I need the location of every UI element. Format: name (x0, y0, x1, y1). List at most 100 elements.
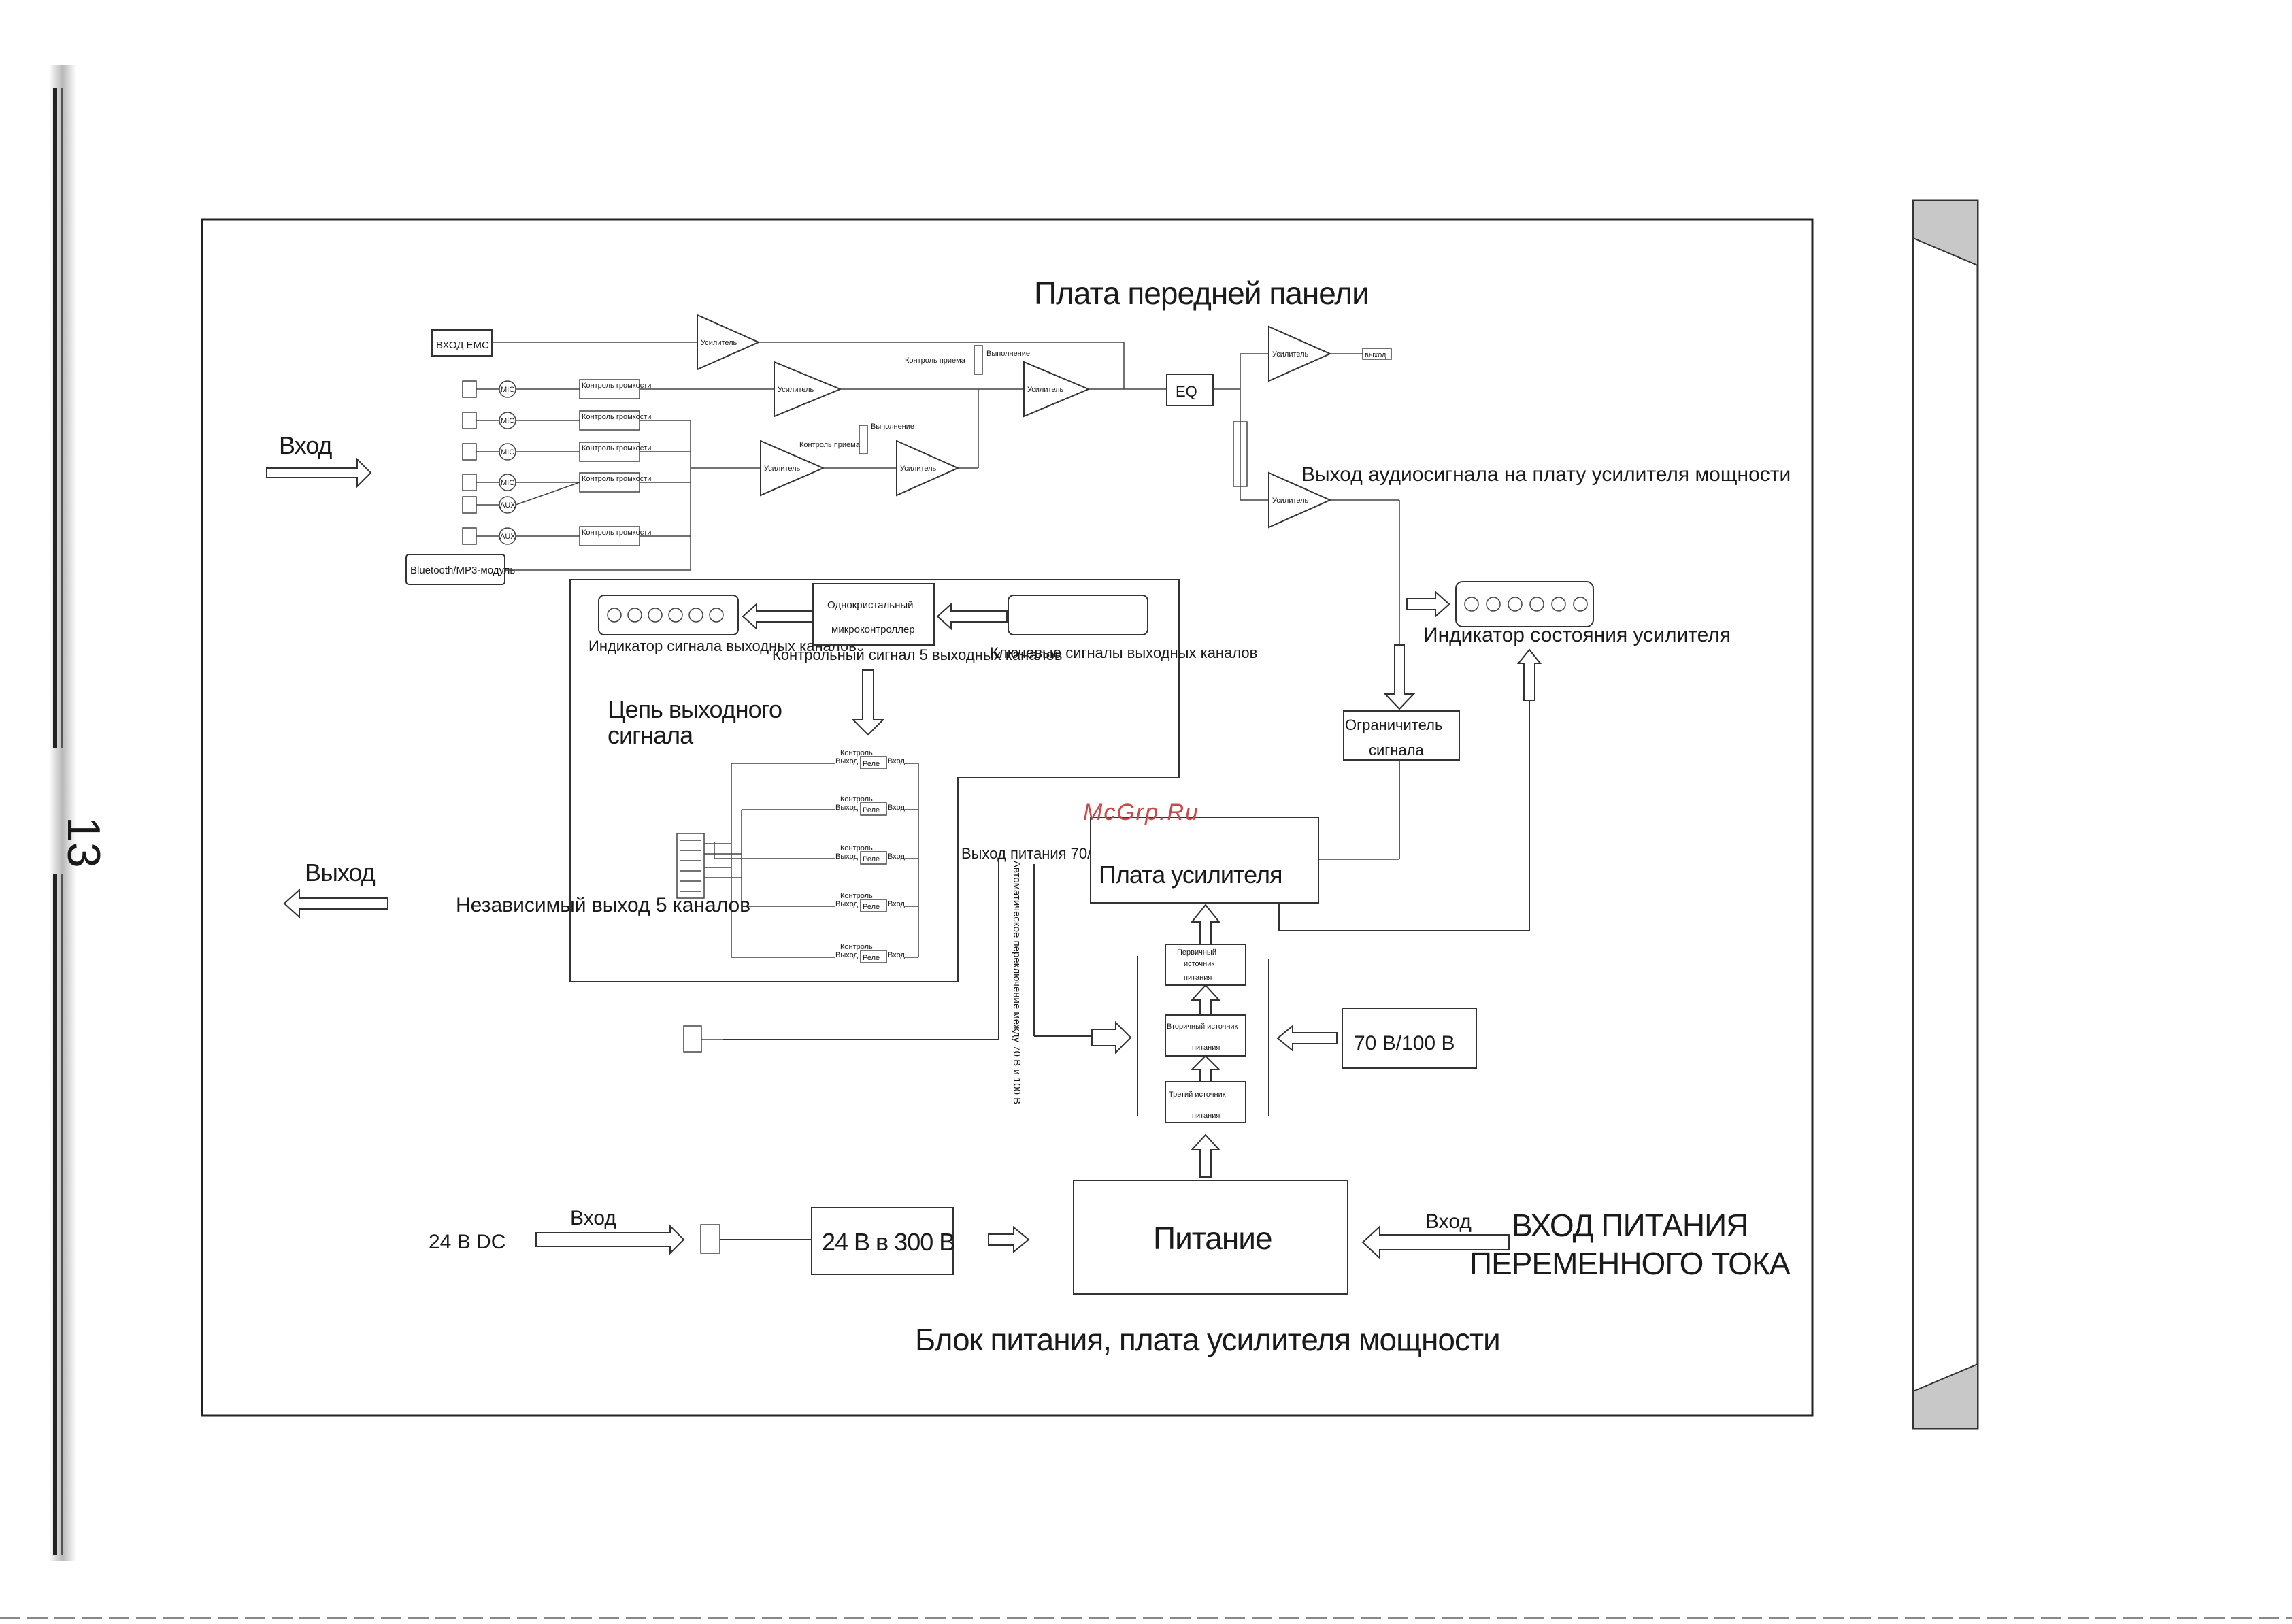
svg-text:Контроль: Контроль (840, 749, 873, 757)
amp-emc (697, 314, 761, 371)
svg-text:Выполнение: Выполнение (871, 422, 914, 431)
dc-connector (700, 1224, 720, 1254)
power-up-arrow (1190, 1133, 1221, 1178)
audio-to-limiter-arrow (1383, 644, 1416, 710)
relay-channel-3: Контроль Выход Реле Вход (714, 844, 905, 865)
svg-text:источник: источник (1184, 960, 1214, 968)
svg-text:Реле: Реле (863, 806, 880, 814)
svg-text:Выход: Выход (835, 757, 858, 765)
eq-label: EQ (1176, 383, 1197, 400)
svg-text:Контроль: Контроль (840, 795, 873, 803)
ac-input-label-1: ВХОД ПИТАНИЯ (1512, 1208, 1748, 1243)
svg-text:Реле: Реле (863, 903, 880, 911)
mcu-down-arrow (851, 669, 885, 736)
limiter-label-2: сигнала (1369, 742, 1425, 759)
svg-text:Усилитель: Усилитель (900, 465, 937, 473)
output-terminal-block (676, 833, 705, 899)
svg-text:Усилитель: Усилитель (764, 465, 801, 473)
relay-channel-2: Контроль Выход Реле Вход (742, 795, 905, 816)
audio-out-label: Выход аудиосигнала на плату усилителя мо… (1301, 463, 1791, 486)
side-bar-top-1 (53, 88, 57, 748)
side-bar-top-2 (61, 88, 63, 748)
emc-input-label: ВХОД EMC (436, 339, 489, 351)
svg-text:Усилитель: Усилитель (1272, 350, 1309, 359)
dc-input-label: 24 В DC (429, 1231, 505, 1253)
amp-mic-3 (896, 440, 960, 497)
svg-text:Выход: Выход (835, 803, 858, 812)
psu-primary-box (1165, 944, 1246, 986)
svg-text:AUX: AUX (500, 501, 516, 510)
relay-channel-4: Контроль Выход Реле Вход (742, 892, 905, 912)
svg-text:Выход: Выход (835, 951, 858, 959)
svg-text:AUX: AUX (500, 533, 516, 541)
svg-text:Реле: Реле (863, 855, 880, 863)
priority-switch-1 (859, 425, 868, 454)
side-bar-bottom-2 (61, 874, 63, 1555)
mcu-label-1: Однокристальный (827, 599, 914, 611)
svg-text:Контроль громкости: Контроль громкости (582, 413, 651, 421)
svg-text:выход: выход (1365, 351, 1386, 359)
ac-input-label-2: ПЕРЕМЕННОГО ТОКА (1469, 1246, 1791, 1281)
svg-text:Вход: Вход (888, 757, 905, 765)
diagram-frame (201, 218, 1814, 1417)
svg-text:MIC: MIC (501, 448, 514, 457)
amp-to-indicator-arrow (1516, 648, 1542, 701)
input-label: Вход (279, 431, 332, 459)
svg-text:Контроль: Контроль (840, 943, 873, 951)
relay-channel-5: Контроль Выход Реле Вход (731, 943, 905, 963)
mcu-to-indicator-arrow (742, 602, 814, 631)
limiter-box (1343, 710, 1460, 761)
svg-text:MIC: MIC (501, 417, 514, 425)
amp-line-out (1268, 325, 1332, 382)
control-signal-label: Контрольный сигнал 5 выходных каналов (772, 646, 1063, 663)
svg-text:Выход: Выход (835, 852, 858, 861)
ac-input-arrow (1361, 1225, 1510, 1260)
svg-text:питания: питания (1184, 974, 1212, 982)
limiter-label-1: Ограничитель (1345, 716, 1442, 733)
svg-text:Усилитель: Усилитель (1272, 497, 1309, 505)
bluetooth-module-label: Bluetooth/MP3-модуль (410, 565, 515, 576)
auto-switch-label: Автоматическое переключение между 70 В и… (1011, 861, 1023, 1104)
bluetooth-module-box (405, 554, 505, 585)
eq-box (1166, 374, 1214, 406)
svg-text:MIC: MIC (501, 386, 514, 394)
svg-text:Выполнение: Выполнение (986, 350, 1030, 358)
volume-control-vertical (1233, 421, 1248, 487)
front-panel-title: Плата передней панели (1034, 276, 1369, 311)
relay-channel-1: Контроль Выход Реле Вход (731, 749, 905, 769)
amp-board-label: Плата усилителя (1099, 861, 1282, 889)
right-tab (1912, 199, 1979, 1430)
right-tab-top-corner (1912, 200, 1978, 267)
svg-text:Реле: Реле (863, 954, 880, 962)
key-signals-box (1008, 595, 1148, 635)
right-tab-bottom-corner (1912, 1363, 1978, 1429)
svg-text:Вход: Вход (888, 803, 905, 812)
svg-text:Выход: Выход (835, 900, 858, 908)
keys-to-mcu-arrow (936, 602, 1008, 631)
amp-main (1023, 361, 1091, 418)
amp-mic-2 (760, 440, 825, 497)
dc-input-vhod: Вход (570, 1207, 616, 1229)
converter-to-power-arrow (988, 1225, 1030, 1254)
state-indicator-label: Индикатор состояния усилителя (1423, 624, 1731, 646)
svg-text:Первичный: Первичный (1177, 948, 1216, 957)
output-circuit-title-1: Цепь выходного (608, 695, 782, 723)
watermark: McGrp.Ru (1083, 799, 1199, 825)
emc-input-box (431, 329, 493, 357)
state-indicator-box (1455, 581, 1594, 627)
voltage-select-box (1342, 1008, 1477, 1069)
power-label: Питание (1153, 1221, 1272, 1256)
power-box (1073, 1180, 1348, 1295)
amp-mic-1 (774, 361, 842, 418)
svg-text:Контроль громкости: Контроль громкости (582, 475, 651, 483)
indicator-arrow (1406, 590, 1450, 618)
output-circuit-title-2: сигнала (608, 721, 694, 749)
svg-text:Усилитель: Усилитель (778, 386, 814, 394)
svg-text:MIC: MIC (501, 479, 514, 487)
svg-text:Контроль приема: Контроль приема (905, 357, 966, 365)
channel-indicator-label: Индикатор сигнала выходных каналов (588, 637, 857, 654)
mcu-label-2: микроконтроллер (831, 624, 915, 635)
svg-text:Третий источник: Третий источник (1169, 1091, 1226, 1099)
ac-input-vhod: Вход (1425, 1210, 1472, 1233)
svg-text:Вход: Вход (888, 900, 905, 908)
